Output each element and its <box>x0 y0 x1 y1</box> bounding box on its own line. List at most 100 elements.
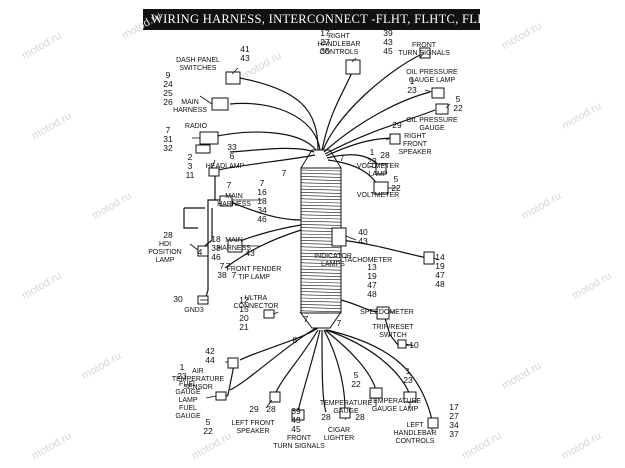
callout-number: 32 <box>163 143 173 153</box>
callout-number: 43 <box>291 415 301 425</box>
callout-number: 23 <box>403 375 413 385</box>
connector-radio-lower <box>195 144 211 154</box>
label-hdi-position-lamp: LAMP <box>155 257 174 264</box>
callout-number: 29 <box>249 404 259 414</box>
callout-number: 6 <box>230 151 235 161</box>
callout-number: 43 <box>245 248 255 258</box>
callout-number: 10 <box>409 340 419 350</box>
callout-number: 47 <box>367 280 377 290</box>
main-harness-trunk <box>299 149 342 329</box>
callout-number: 3 <box>188 161 193 171</box>
label-right-handlebar-controls: HANDLEBAR <box>318 41 361 48</box>
connector-left-handlebar <box>427 417 439 429</box>
callout-number: 9 <box>166 70 171 80</box>
component-labels: DASH PANELSWITCHES4143MAINHARNESS9242526… <box>148 28 463 450</box>
upper-wires <box>207 54 436 186</box>
connector-temp-gauge <box>369 387 383 399</box>
label-left-handlebar-controls: LEFT <box>406 422 424 429</box>
callout-number: 28 <box>321 412 331 422</box>
callout-number: 48 <box>435 279 445 289</box>
callout-number: 2 <box>188 152 193 162</box>
label-temperature-gauge: TEMPERATURE <box>320 400 373 407</box>
label-fuel-gauge-lamp: LAMP <box>178 397 197 404</box>
label-gnd3: GND3 <box>184 307 204 314</box>
callout-number: 1 <box>406 366 411 376</box>
label-left-handlebar-controls: HANDLEBAR <box>394 430 437 437</box>
callout-number: 45 <box>383 46 393 56</box>
label-temperature-gauge-lamp: GAUGE LAMP <box>372 406 419 413</box>
connector-air-temp <box>227 357 239 369</box>
callout-number: 20 <box>239 313 249 323</box>
label-main-harness: HARNESS <box>217 201 251 208</box>
label-temperature-gauge: GAUGE <box>333 408 359 415</box>
label-front-fender-tip-lamp: FRONT FENDER <box>227 266 282 273</box>
callout-number: 23 <box>177 371 187 381</box>
label-main-harness: MAIN <box>225 237 243 244</box>
connector-oil-gauge <box>435 103 449 115</box>
label-main-harness: HARNESS <box>173 107 207 114</box>
label-oil-pressure-gauge-lamp: GAUGE LAMP <box>409 77 456 84</box>
label-front-turn-signals: TURN SIGNALS <box>273 443 325 450</box>
label-dash-panel-switches: SWITCHES <box>180 65 217 72</box>
label-radio: RADIO <box>185 123 208 130</box>
label-air-temperature-sensor: TEMPERATURE <box>172 376 225 383</box>
label-cigar-lighter: LIGHTER <box>324 435 354 442</box>
callout-number: 17 <box>320 28 330 38</box>
label-ultra-connector: ULTRA <box>245 295 268 302</box>
callout-number: 44 <box>205 355 215 365</box>
callout-number: 5 <box>206 417 211 427</box>
callout-number: 22 <box>391 183 401 193</box>
callout-number: 37 <box>449 429 459 439</box>
connector-oil-lamp <box>431 87 445 99</box>
callout-number: 39 <box>383 28 393 38</box>
callout-number: 5 <box>456 94 461 104</box>
connector-right-handlebar <box>345 59 361 75</box>
callout-number: 40 <box>358 227 368 237</box>
connector-main-harness-2 <box>219 195 233 207</box>
leader-lines <box>189 51 451 432</box>
callout-number: 15 <box>239 304 249 314</box>
label-left-front-speaker: LEFT FRONT <box>231 420 275 427</box>
callout-number: 46 <box>211 252 221 262</box>
connector-voltmeter-lamp <box>375 163 387 175</box>
callout-number: 41 <box>240 44 250 54</box>
label-cigar-lighter: CIGAR <box>328 427 350 434</box>
label-air-temperature-sensor: SENSOR <box>183 384 213 391</box>
callout-number: 46 <box>257 214 267 224</box>
callout-number: 7 <box>304 314 309 324</box>
callout-number: 7 <box>220 261 225 271</box>
label-front-fender-tip-lamp: TIP LAMP <box>238 274 270 281</box>
callout-number: 47 <box>435 270 445 280</box>
label-fuel-gauge-lamp: GAUGE <box>175 389 201 396</box>
connector-fuel-lamp <box>215 391 227 401</box>
callout-number: 31 <box>163 134 173 144</box>
label-ultra-connector: CONNECTOR <box>234 303 279 310</box>
label-left-front-speaker: SPEAKER <box>236 428 269 435</box>
callout-number: 34 <box>257 205 267 215</box>
label-indicator-lamps: INDICATOR <box>314 253 352 260</box>
connector-position-lamp <box>197 245 209 257</box>
callout-number: 7 <box>166 125 171 135</box>
callout-number: 22 <box>453 103 463 113</box>
callout-number: 8 <box>293 335 298 345</box>
callout-number: 43 <box>240 53 250 63</box>
callout-number: 1 <box>370 147 375 157</box>
callout-number: 11 <box>186 170 195 180</box>
label-voltmeter-lamp: LAMP <box>368 171 387 178</box>
label-main-harness: MAIN <box>225 193 243 200</box>
label-oil-pressure-gauge: OIL PRESSURE <box>406 117 458 124</box>
callout-number: 7 <box>260 178 265 188</box>
callout-number: 7 <box>232 270 237 280</box>
callout-number: 43 <box>358 236 368 246</box>
callout-number: 13 <box>367 262 377 272</box>
callout-number: 28 <box>380 150 390 160</box>
label-front-turn-signals: FRONT <box>287 435 312 442</box>
callout-number: 33 <box>227 142 237 152</box>
callout-number: 35 <box>320 46 330 56</box>
callout-number: 23 <box>407 85 417 95</box>
connector-indicator-lamps <box>331 227 347 247</box>
label-trip-reset-switch: TRIP/RESET <box>372 324 414 331</box>
callout-number: 29 <box>392 120 402 130</box>
label-voltmeter: VOLTMETER <box>357 192 399 199</box>
label-temperature-gauge-lamp: TEMPERATURE <box>369 398 422 405</box>
